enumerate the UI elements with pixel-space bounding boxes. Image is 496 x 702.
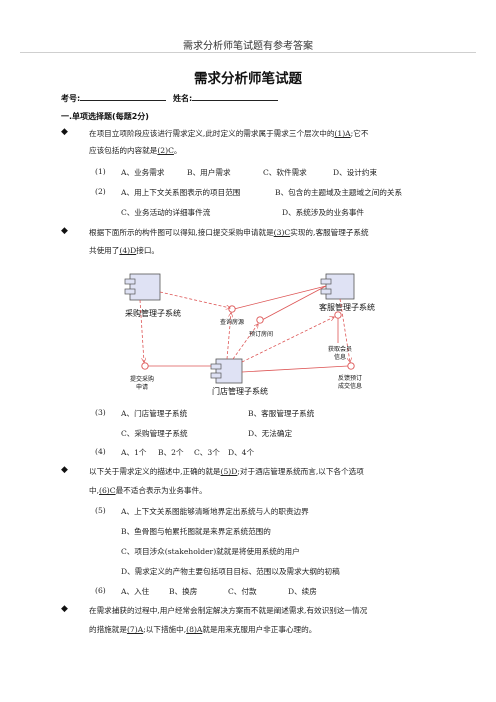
- option-number: (4): [95, 447, 106, 456]
- label-feedback-1: 反馈预订: [338, 374, 362, 382]
- option-c[interactable]: C、3个: [194, 448, 220, 457]
- option-d[interactable]: D、系统涉及的业务事件: [282, 208, 365, 217]
- component-service: [320, 273, 355, 300]
- name-field[interactable]: [192, 92, 279, 101]
- option-a[interactable]: A、入住: [121, 587, 150, 596]
- label-submit-2: 申请: [136, 383, 148, 391]
- option-number: (5): [95, 506, 106, 515]
- option-d[interactable]: D、无法确定: [248, 429, 293, 438]
- label-purchase: 采购管理子系统: [125, 308, 181, 318]
- option-b[interactable]: B、换房: [169, 587, 198, 596]
- question-text: 根据下面所示的构件图可以得知,接口提交采购申请就是(3)C实现的,客服管理子系统: [89, 228, 369, 237]
- option-a[interactable]: A、上下文关系图能够清晰地界定出系统与人的职责边界: [121, 507, 309, 516]
- option-number: (1): [95, 167, 106, 176]
- exam-id-label: 考号:: [61, 94, 81, 103]
- label-store: 门店管理子系统: [212, 386, 268, 396]
- label-submit-1: 提交采购: [130, 375, 154, 383]
- question-text: 共使用了(4)D接口。: [89, 246, 160, 255]
- interface-feedback: [347, 362, 355, 370]
- question-text: 应该包括的内容就是(2)C。: [89, 146, 182, 155]
- option-c[interactable]: C、项目涉众(stakeholder)就就是将使用系统的用户: [121, 547, 300, 556]
- option-b[interactable]: B、用户需求: [187, 168, 231, 177]
- exam-id-field[interactable]: [80, 92, 167, 101]
- label-feedback-2: 成交信息: [338, 382, 362, 390]
- option-c[interactable]: C、付款: [228, 587, 257, 596]
- interface-member: [334, 311, 342, 319]
- name-label: 姓名:: [173, 94, 193, 103]
- interface-query: [228, 305, 236, 313]
- option-a[interactable]: A、门店管理子系统: [121, 409, 188, 418]
- question-text: 的措施就是(7)A;以下措施中,(8)A就是用来克服用户非正事心理的。: [89, 625, 317, 634]
- page-header: 需求分析师笔试题有参考答案: [183, 41, 313, 52]
- label-query: 查询房源: [220, 318, 244, 326]
- label-member-1: 获取会员: [328, 345, 352, 353]
- question-text: 中,(6)C最不适合表示为业务事件。: [89, 486, 207, 495]
- option-c[interactable]: C、软件需求: [263, 168, 307, 177]
- header-divider: [20, 52, 476, 53]
- option-number: (2): [95, 187, 106, 196]
- answer-blank: (7)A: [126, 625, 144, 634]
- option-b[interactable]: B、2个: [158, 448, 184, 457]
- bullet-icon: ◆: [61, 127, 68, 137]
- answer-blank: (2)C: [157, 146, 174, 155]
- exam-info: 考号: 姓名:: [61, 92, 279, 104]
- option-d[interactable]: D、4个: [228, 448, 255, 457]
- answer-blank: (1)A: [334, 129, 351, 138]
- component-store: [210, 358, 243, 384]
- option-b[interactable]: B、鱼骨图与帕累托图就是来界定系统范围的: [121, 527, 271, 536]
- option-a[interactable]: A、1个: [121, 448, 147, 457]
- answer-blank: (8)A: [186, 625, 203, 634]
- option-b[interactable]: B、包含的主题域及主题域之间的关系: [275, 188, 403, 197]
- question-text: 以下关于需求定义的描述中,正确的就是(5)D;对于酒店管理系统而言,以下各个选项: [89, 467, 364, 476]
- answer-blank: (5)D: [220, 467, 238, 476]
- option-d[interactable]: D、需求定义的产物主要包括项目目标、范围以及需求大纲的初稿: [121, 567, 340, 576]
- option-number: (3): [95, 408, 106, 417]
- option-c[interactable]: C、业务活动的详细事件流: [121, 208, 211, 217]
- question-text: 在项目立项阶段应该进行需求定义,此时定义的需求属于需求三个层次中的(1)A;它不: [89, 129, 369, 138]
- interface-submit: [141, 362, 149, 370]
- bullet-icon: ◆: [61, 465, 68, 475]
- option-c[interactable]: C、采购管理子系统: [121, 429, 188, 438]
- label-member-2: 信息: [334, 353, 346, 361]
- option-d[interactable]: D、设计约束: [333, 168, 378, 177]
- bullet-icon: ◆: [61, 226, 68, 236]
- component-purchase: [124, 273, 161, 301]
- option-d[interactable]: D、续房: [288, 587, 317, 596]
- label-service: 客服管理子系统: [319, 302, 375, 312]
- option-b[interactable]: B、客服管理子系统: [248, 409, 315, 418]
- document-title: 需求分析师笔试题: [194, 71, 302, 87]
- label-book: 预订房间: [249, 330, 273, 338]
- interface-book: [256, 316, 264, 324]
- answer-blank: (3)C: [273, 228, 291, 237]
- bullet-icon: ◆: [61, 604, 68, 614]
- option-a[interactable]: A、用上下文关系图表示的项目范围: [121, 188, 241, 197]
- option-number: (6): [95, 586, 106, 595]
- question-text: 在需求捕获的过程中,用户经常会制定解决方案而不就是阐述需求,有效识别这一情况: [89, 606, 368, 615]
- component-diagram: 采购管理子系统 客服管理子系统 门店管理子系统 查询房源 预订房间 获取会员 信…: [124, 273, 375, 396]
- answer-blank: (6)C: [99, 486, 116, 495]
- section-heading: 一.单项选择题(每题2分): [61, 112, 149, 121]
- option-a[interactable]: A、业务需求: [121, 168, 165, 177]
- answer-blank: (4)D: [119, 246, 137, 255]
